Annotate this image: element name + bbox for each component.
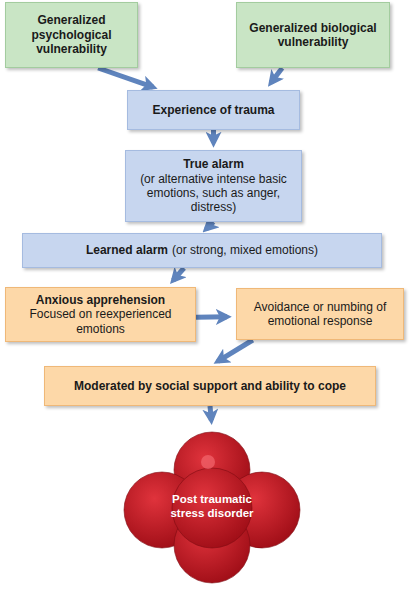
process-box: True alarm(or alternative intense basic … [125, 150, 302, 222]
node-body: (or strong, mixed emotions) [172, 243, 318, 257]
node-heading: Anxious apprehension [36, 293, 165, 307]
process-box: Learned alarm (or strong, mixed emotions) [22, 233, 382, 268]
process-box: Anxious apprehensionFocused on reexperie… [5, 287, 196, 342]
node-heading: Generalized psychological vulnerability [12, 13, 131, 56]
vulnerability-box: Generalized psychological vulnerability [5, 2, 138, 68]
node-body: (or alternative intense basic emotions, … [132, 172, 295, 215]
node-heading: Generalized biological vulnerability [243, 21, 383, 50]
flow-arrow [210, 406, 211, 420]
node-heading: Learned alarm [86, 243, 168, 257]
flow-arrow [211, 130, 216, 143]
vulnerability-box: Generalized biological vulnerability [236, 2, 390, 68]
flow-arrow [98, 68, 153, 87]
process-box: Avoidance or numbing of emotional respon… [236, 288, 404, 340]
flow-arrow [206, 222, 213, 229]
flow-arrow [173, 268, 184, 280]
node-body: Focused on reexperienced emotions [12, 307, 189, 336]
flow-arrow [196, 314, 227, 320]
process-box: Experience of trauma [127, 90, 300, 130]
outcome-cluster: Post traumatic stress disorder [122, 428, 302, 586]
highlight-dot [201, 455, 215, 469]
flow-arrow [218, 340, 253, 361]
node-heading: Post traumatic stress disorder [164, 493, 260, 521]
node-heading: Avoidance or numbing of emotional respon… [243, 300, 397, 329]
node-heading: Experience of trauma [152, 103, 274, 117]
flow-arrow [271, 68, 282, 83]
node-heading: Moderated by social support and ability … [74, 379, 346, 393]
process-box: Moderated by social support and ability … [44, 366, 376, 406]
node-heading: True alarm [183, 157, 244, 171]
